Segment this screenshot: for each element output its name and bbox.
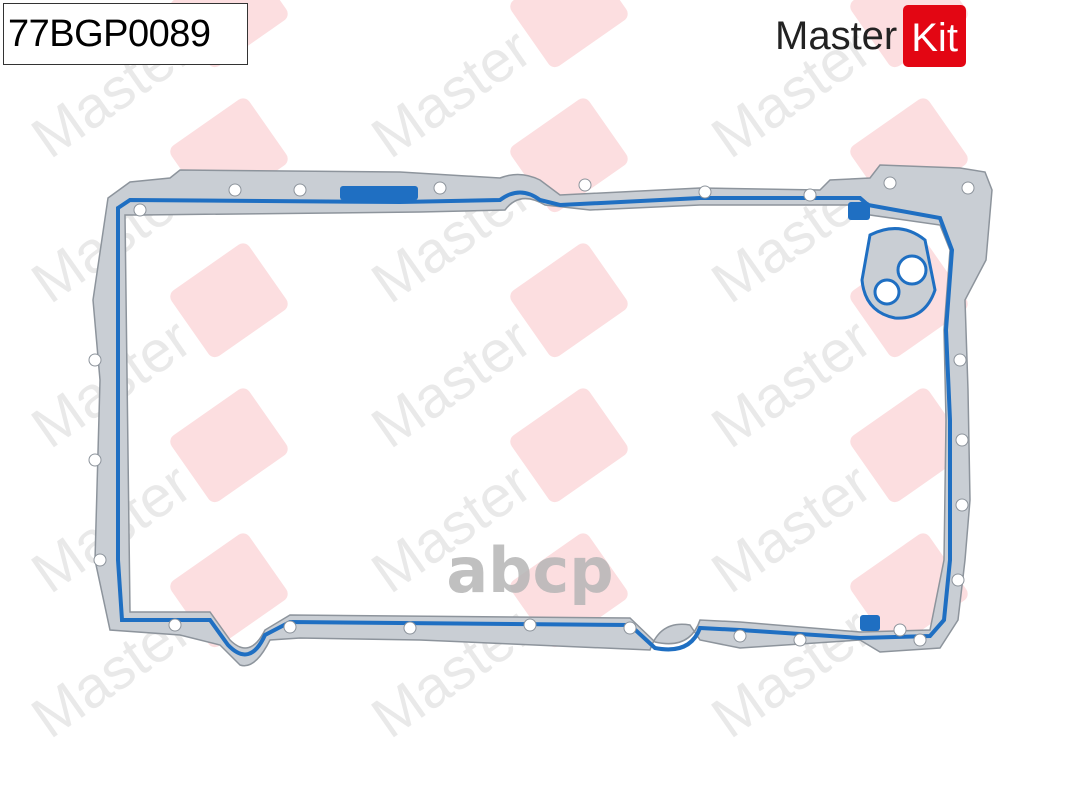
bolt-hole	[951, 573, 965, 587]
bolt-hole	[433, 181, 447, 195]
bolt-hole	[293, 183, 307, 197]
bolt-hole	[733, 629, 747, 643]
bolt-hole	[578, 178, 592, 192]
bolt-hole	[955, 498, 969, 512]
bolt-hole	[88, 353, 102, 367]
bolt-hole	[93, 553, 107, 567]
bolt-hole	[953, 353, 967, 367]
oil-pan-gasket	[88, 164, 993, 667]
bolt-hole	[283, 620, 297, 634]
bolt-hole	[88, 453, 102, 467]
brand-logo-kit: Kit	[903, 5, 966, 67]
brand-logo: Master Kit	[775, 5, 966, 67]
bolt-hole	[228, 183, 242, 197]
bolt-hole	[623, 621, 637, 635]
bolt-hole	[793, 633, 807, 647]
bolt-hole	[913, 633, 927, 647]
bolt-hole	[961, 181, 975, 195]
bolt-hole	[883, 176, 897, 190]
bolt-hole	[403, 621, 417, 635]
bolt-hole	[133, 203, 147, 217]
bolt-hole	[955, 433, 969, 447]
svg-text:Master: Master	[700, 596, 882, 751]
marketplace-watermark: abcp	[446, 534, 613, 607]
bolt-hole	[893, 623, 907, 637]
brand-logo-master: Master	[775, 13, 898, 58]
bolt-hole	[168, 618, 182, 632]
part-number-label: 77BGP0089	[3, 3, 248, 65]
bolt-hole	[523, 618, 537, 632]
bolt-hole	[803, 188, 817, 202]
bolt-hole	[698, 185, 712, 199]
